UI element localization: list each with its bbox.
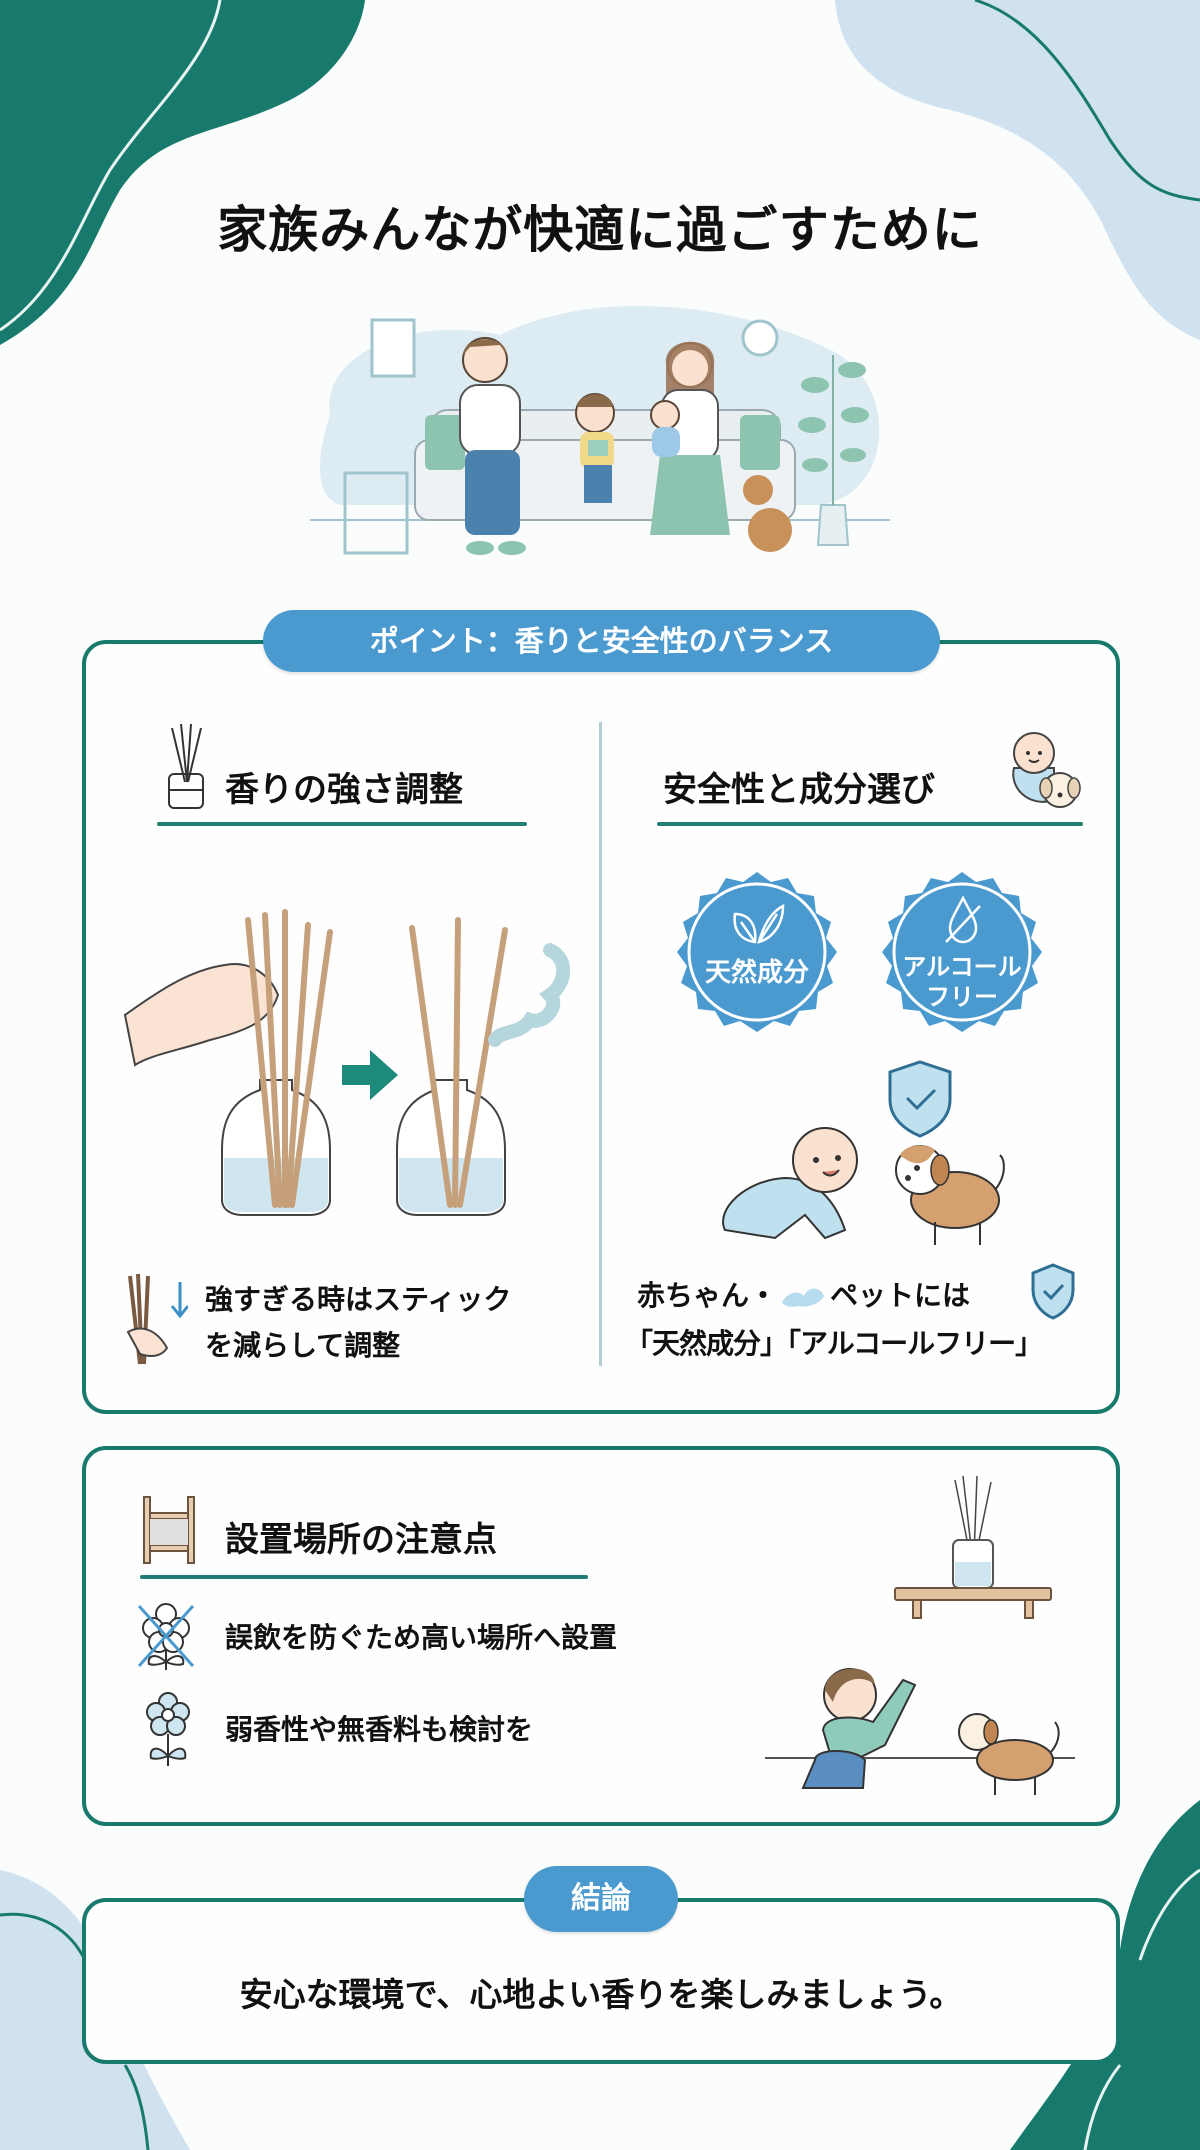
page-title: 家族みんなが快適に過ごすために (217, 201, 983, 259)
column-divider (599, 722, 602, 1366)
safety-heading-underline (657, 822, 1083, 826)
conclusion-pill: 結論 (524, 1866, 678, 1932)
safety-note-line2: 「天然成分」「アルコールフリー」 (625, 1327, 1043, 1360)
badge-natural-ingredients: 天然成分 (663, 858, 851, 1046)
placement-item-2: 弱香性や無香料も検討を (225, 1713, 534, 1746)
safety-heading: 安全性と成分選び (663, 770, 935, 810)
intensity-tip-line1: 強すぎる時はスティック (205, 1283, 512, 1316)
child-shelf-illustration (765, 1475, 1075, 1795)
intensity-tip-line2: を減らして調整 (205, 1329, 401, 1362)
badge-alcohol-free: アルコール フリー (868, 858, 1056, 1046)
intensity-heading: 香りの強さ調整 (225, 770, 463, 810)
no-alcohol-drop-icon (945, 895, 981, 944)
splash-icon (782, 1288, 824, 1307)
flower-icon (146, 1692, 190, 1766)
crossed-flower-icon (137, 1603, 195, 1670)
leaf-icon (733, 903, 785, 944)
point-pill: ポイント：香りと安全性のバランス (263, 610, 940, 672)
family-illustration (310, 306, 890, 555)
hand-sticks-down-arrow-icon (126, 1273, 188, 1365)
badge-natural-label: 天然成分 (704, 958, 809, 988)
placement-heading: 設置場所の注意点 (225, 1520, 497, 1560)
baby-puppy-illustration (722, 1060, 1005, 1245)
baby-and-dog-icon (1012, 732, 1081, 808)
scalloped-badge-shape (882, 872, 1042, 1032)
reed-diffuser-icon (168, 723, 204, 809)
placement-item-1: 誤飲を防ぐため高い場所へ設置 (225, 1621, 618, 1654)
placement-card (82, 1446, 1120, 1826)
placement-heading-underline (140, 1575, 588, 1579)
safety-note-line1-a: 赤ちゃん・ (637, 1279, 778, 1312)
remove-sticks-illustration (123, 909, 570, 1216)
intensity-heading-underline (157, 822, 527, 826)
safety-note-line1-b: ペットには (830, 1279, 971, 1312)
badge-alcohol-label-line1: アルコール (902, 953, 1022, 981)
badge-alcohol-label-line2: フリー (926, 983, 998, 1011)
scalloped-badge-shape (677, 872, 837, 1032)
shelf-icon (143, 1496, 195, 1564)
conclusion-text: 安心な環境で、心地よい香りを楽しみましょう。 (239, 1975, 963, 2014)
shield-check-icon (1031, 1263, 1075, 1320)
